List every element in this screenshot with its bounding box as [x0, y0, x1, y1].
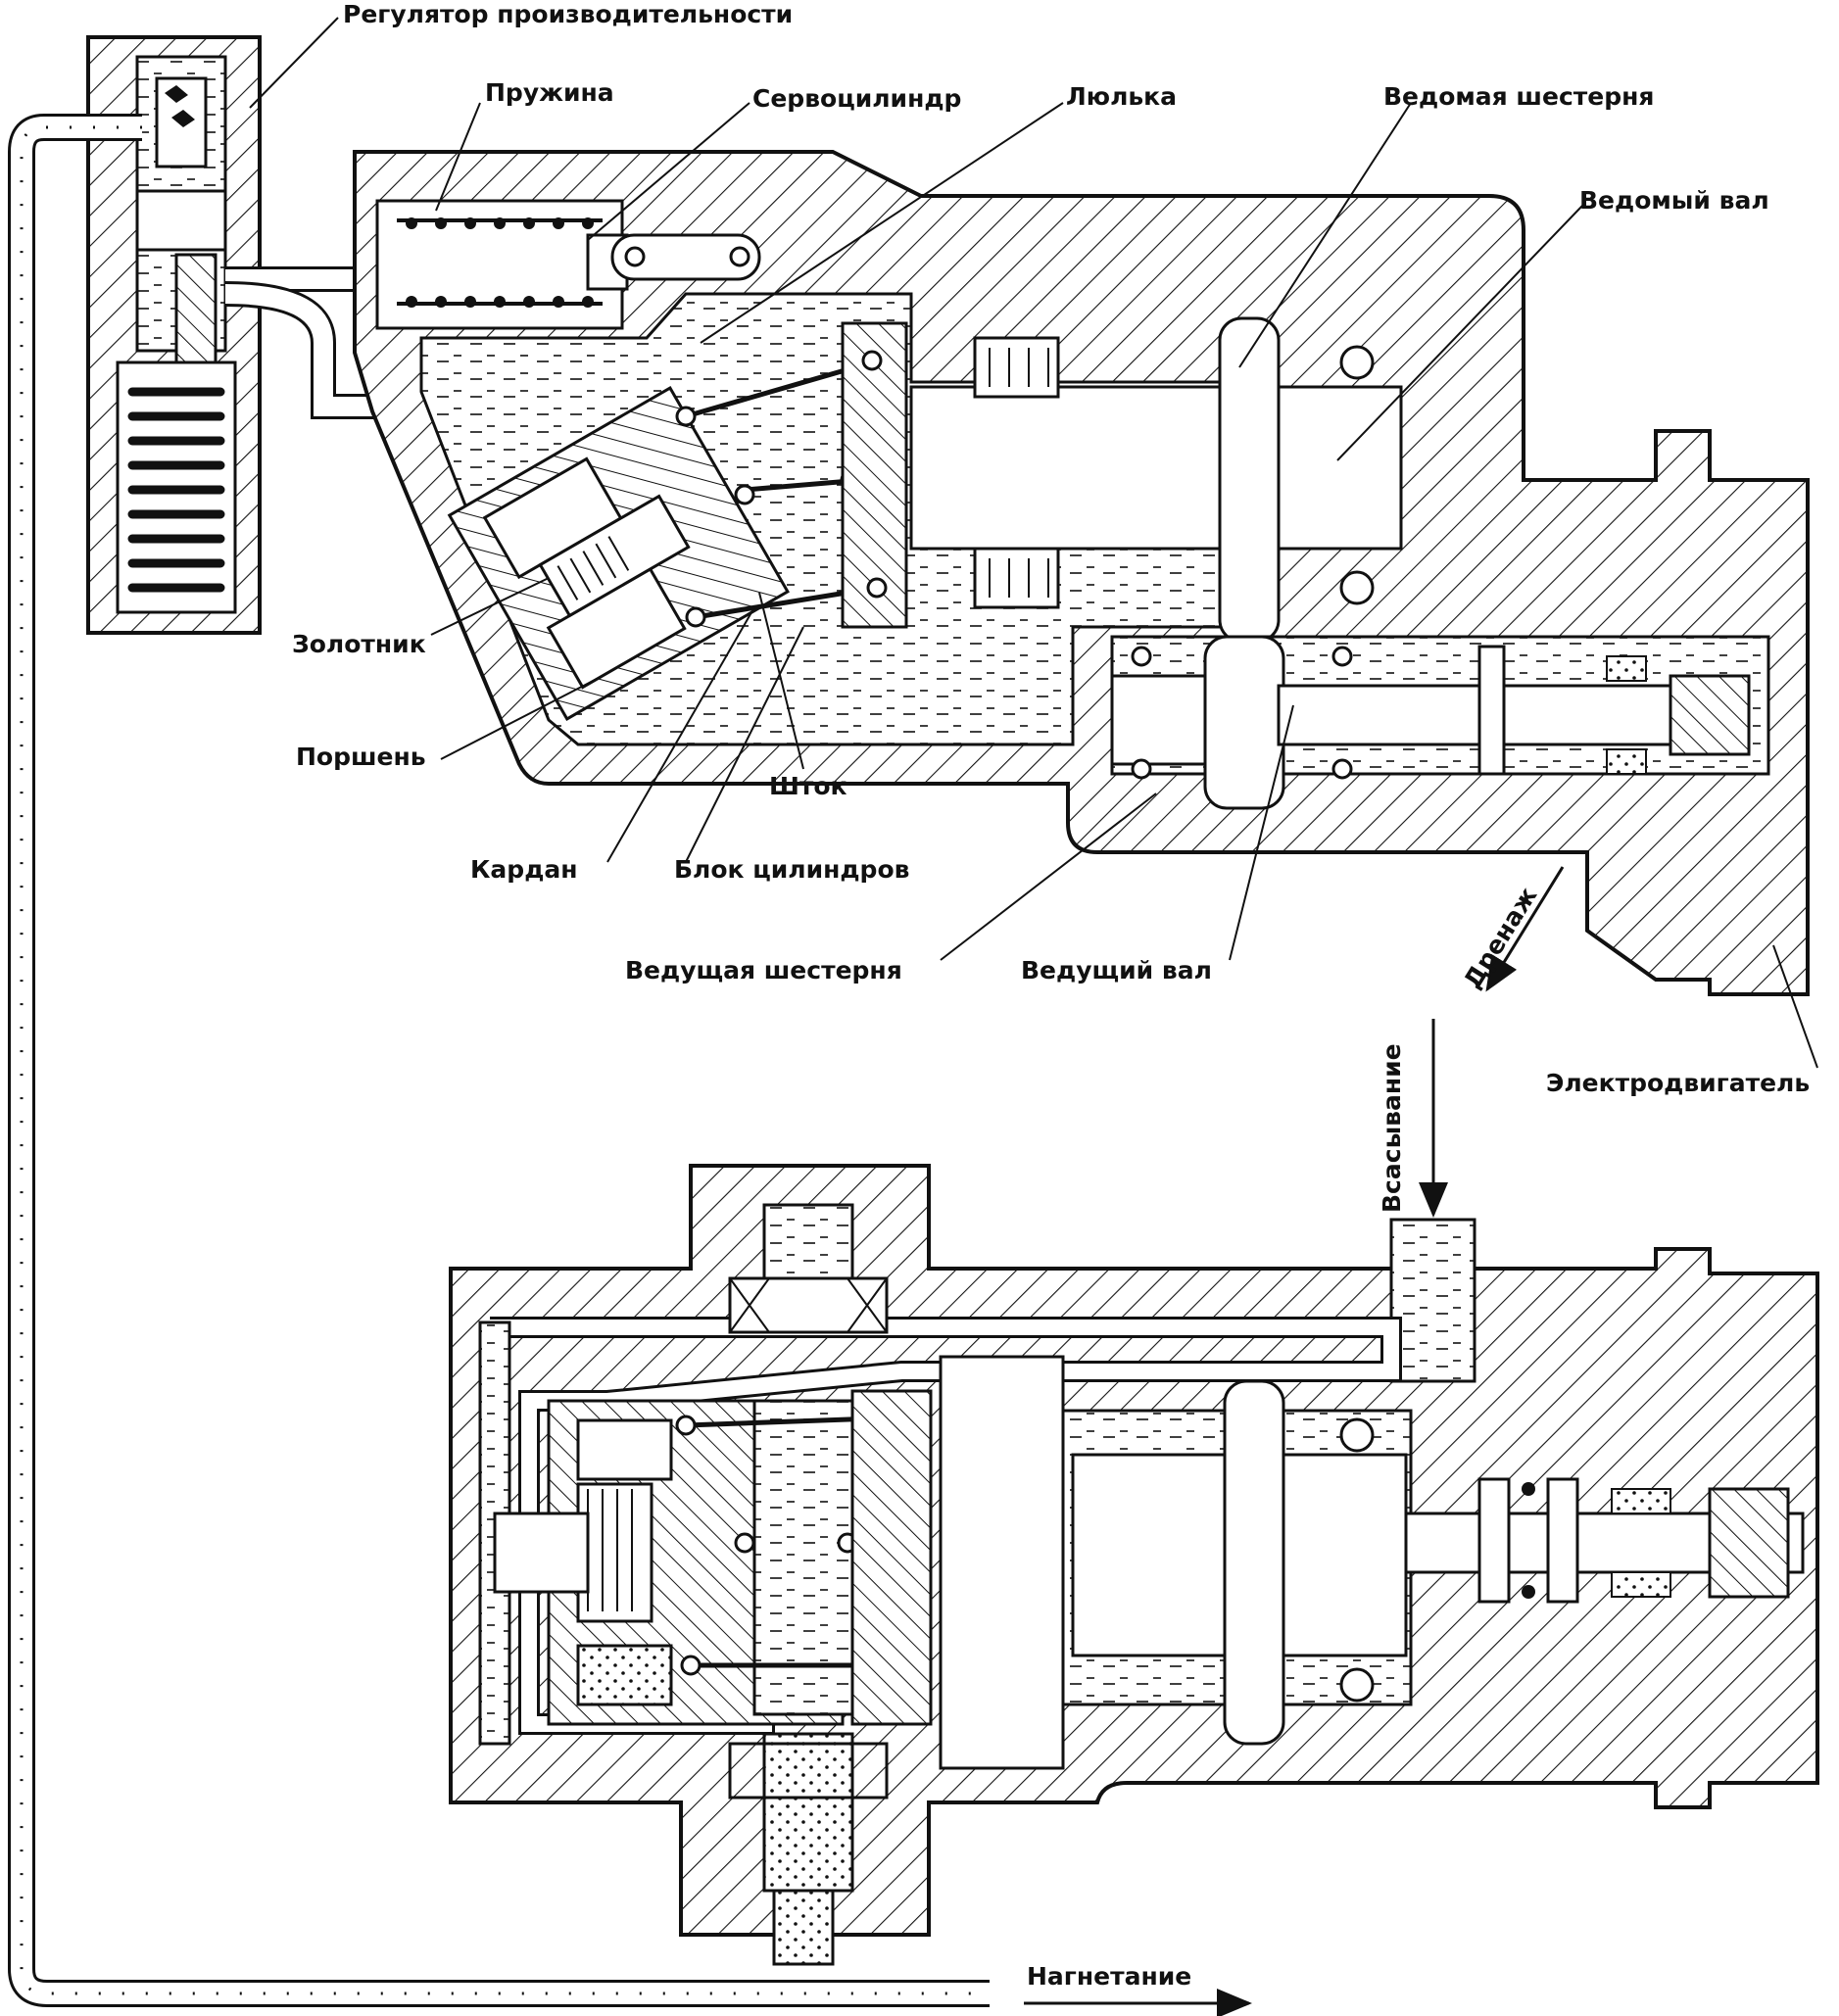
regulator-spring [127, 387, 225, 593]
regulator-assembly [86, 35, 262, 635]
label-drive-shaft: Ведущий вал [1021, 956, 1212, 984]
label-driven-gear: Ведомая шестерня [1383, 82, 1655, 111]
lower-pump-housing [449, 1164, 1819, 1966]
label-rod: Шток [769, 772, 847, 800]
upper-cylinder-block [447, 386, 790, 721]
leader-lines [249, 17, 1818, 1069]
label-discharge: Нагнетание [1027, 1962, 1192, 1991]
label-regulator: Регулятор производительности [343, 0, 794, 28]
label-driven-shaft: Ведомый вал [1579, 186, 1769, 215]
label-suction: Всасывание [1378, 1043, 1406, 1213]
label-cardan: Кардан [470, 855, 578, 884]
drain-arrow [1485, 866, 1565, 992]
servo-spring [397, 217, 603, 308]
label-piston: Поршень [296, 743, 426, 771]
label-drive-gear: Ведущая шестерня [625, 956, 902, 984]
label-motor: Электродвигатель [1546, 1069, 1811, 1097]
label-cradle: Люлька [1066, 82, 1178, 111]
upper-pump-housing [353, 150, 1810, 996]
label-spring: Пружина [485, 78, 614, 107]
label-cyl-block: Блок цилиндров [674, 855, 910, 884]
label-servo: Сервоцилиндр [752, 84, 962, 113]
label-spool: Золотник [292, 630, 426, 658]
